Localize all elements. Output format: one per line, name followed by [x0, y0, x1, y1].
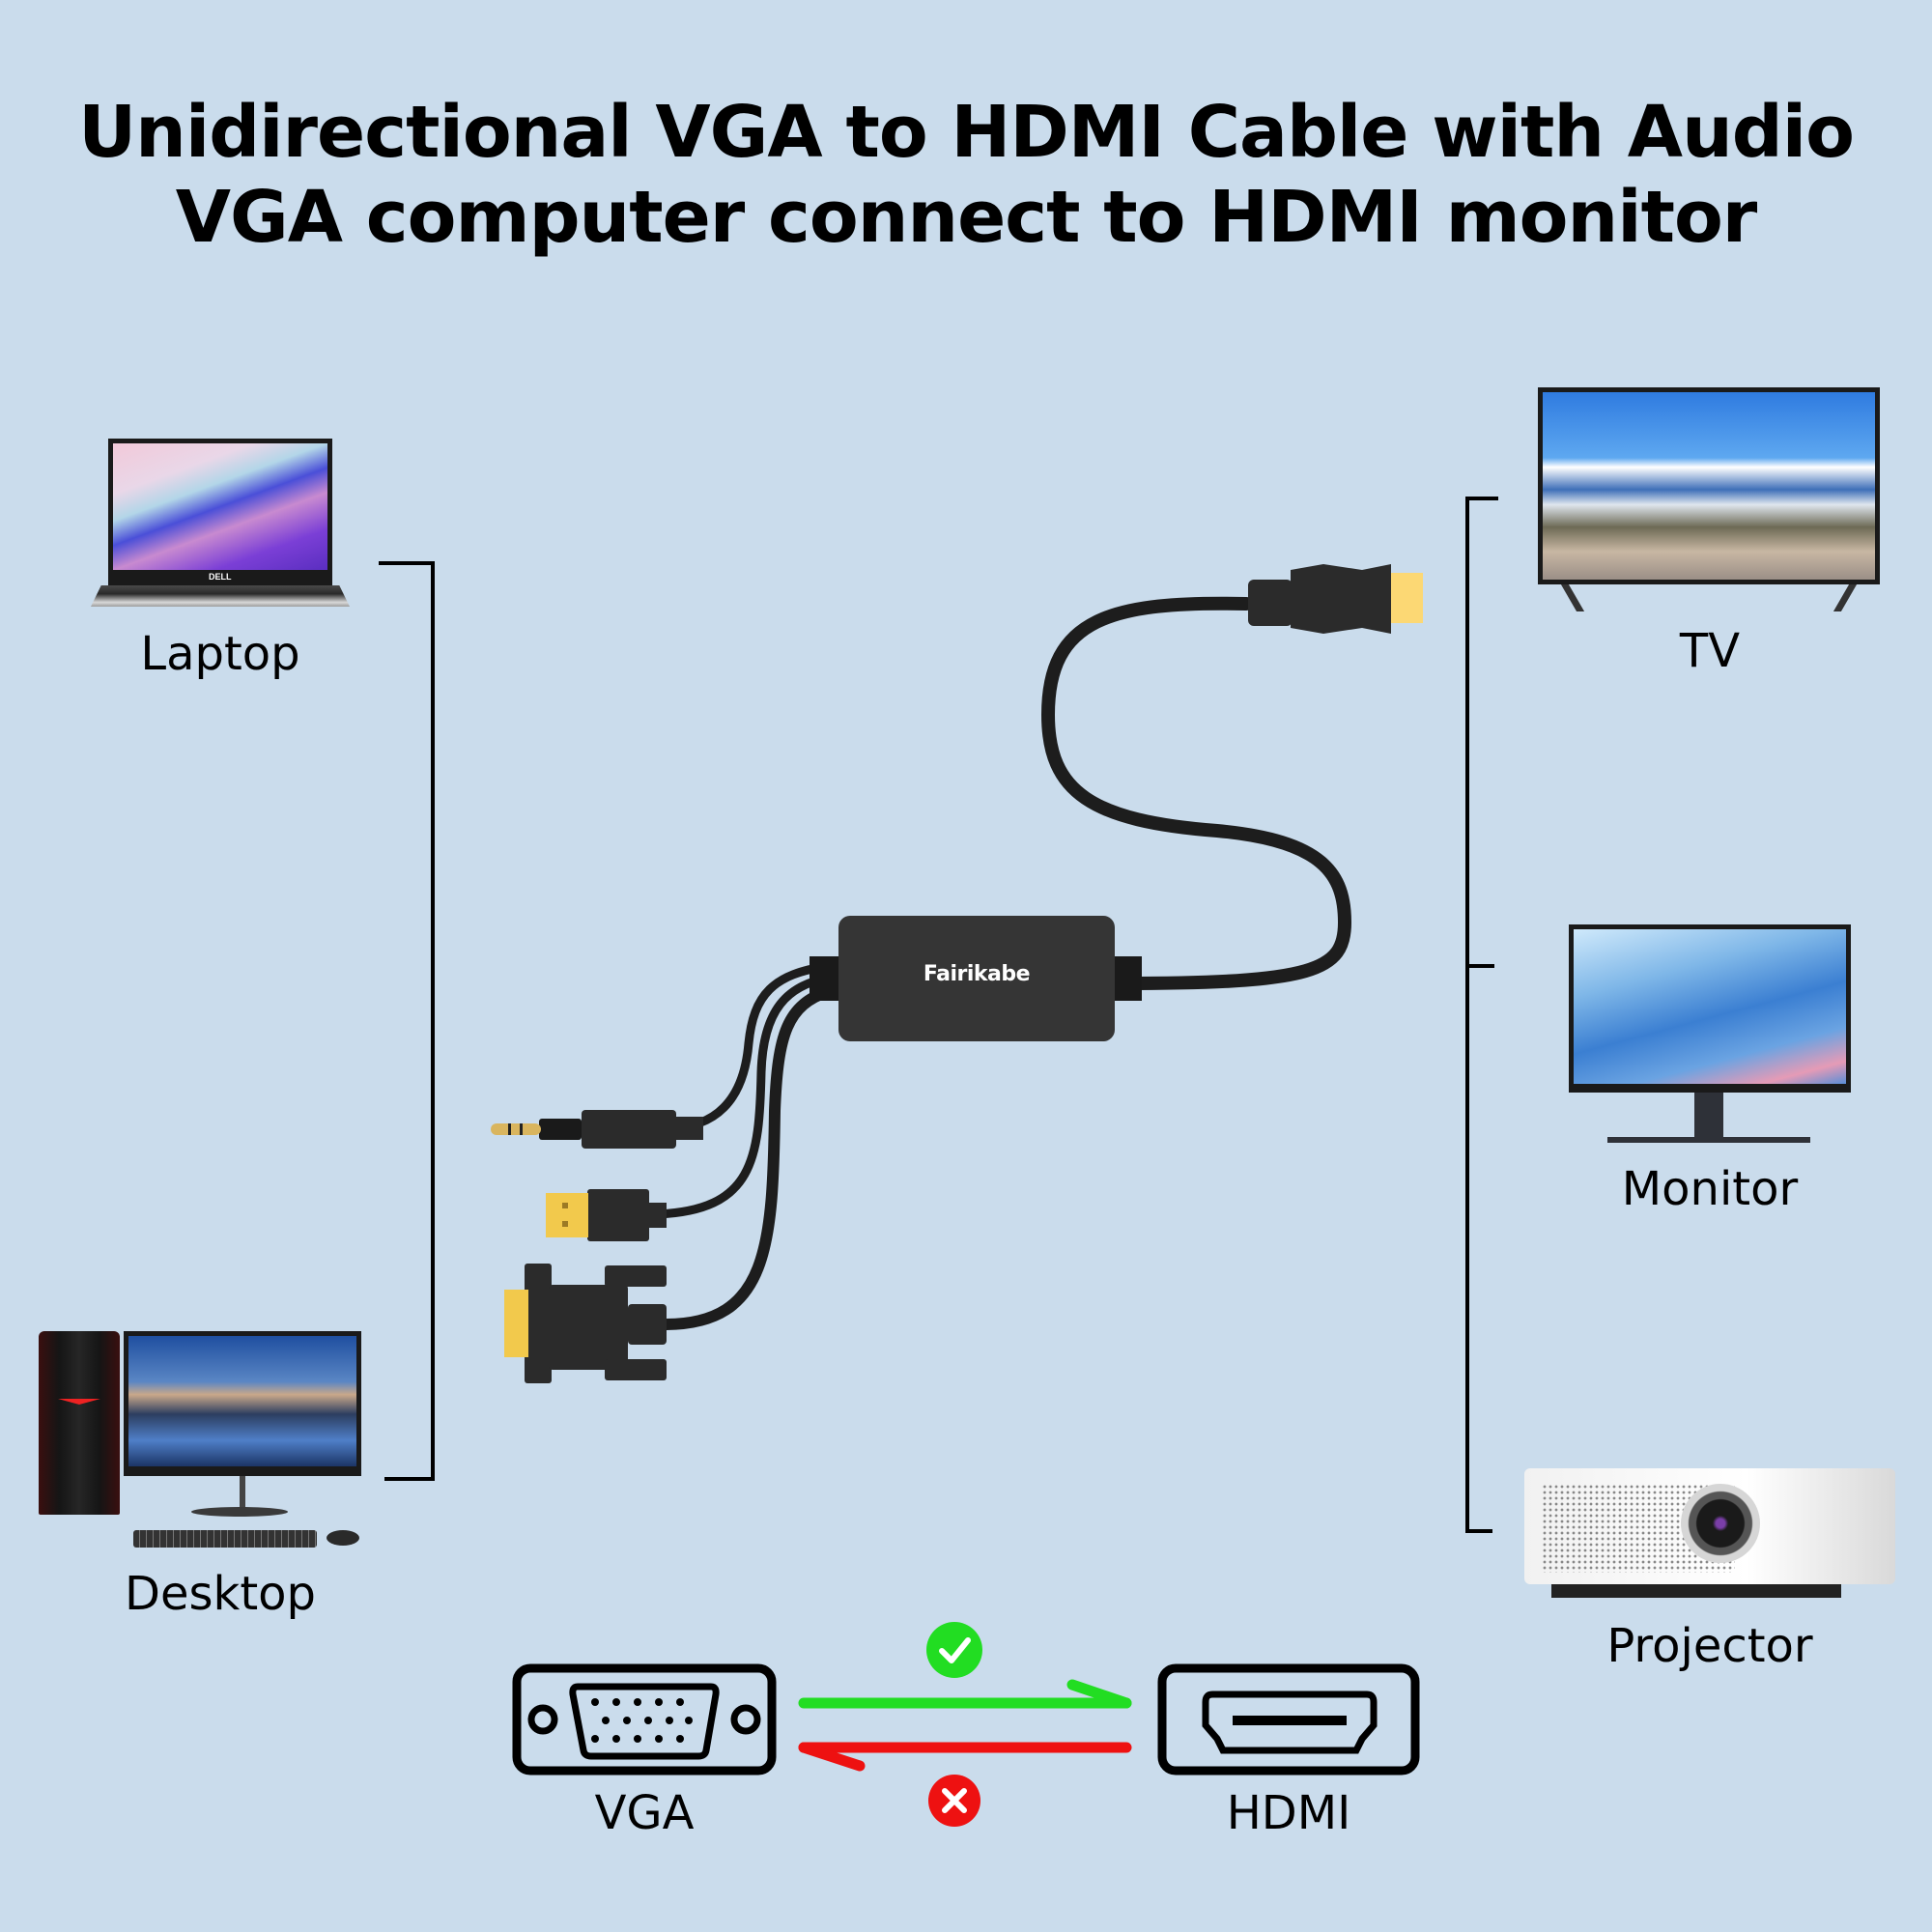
- vga-label: VGA: [594, 1786, 695, 1840]
- audio-cable: [662, 961, 834, 1133]
- usb-a-connector: [546, 1189, 667, 1241]
- cross-icon: [928, 1775, 980, 1827]
- hdmi-label: HDMI: [1226, 1786, 1351, 1840]
- reverse-arrow: [798, 1742, 1132, 1772]
- right-bracket-middle: [1465, 964, 1494, 968]
- laptop-brand: DELL: [209, 572, 232, 582]
- left-bracket-bottom: [384, 1477, 435, 1481]
- tv-label: TV: [1679, 624, 1741, 678]
- laptop-label: Laptop: [140, 627, 300, 681]
- vga-port-icon: [512, 1663, 777, 1776]
- monitor-label: Monitor: [1621, 1162, 1799, 1216]
- hdmi-port-icon: [1157, 1663, 1420, 1776]
- title-line-2: VGA computer connect to HDMI monitor: [175, 176, 1758, 259]
- projector-label: Projector: [1606, 1619, 1813, 1673]
- hdmi-connector: [1248, 564, 1423, 634]
- usb-cable: [652, 973, 834, 1219]
- right-bracket-vertical: [1465, 497, 1469, 1533]
- audio-jack-connector: [491, 1110, 703, 1149]
- monitor-icon: [1567, 924, 1851, 1147]
- title-line-1: Unidirectional VGA to HDMI Cable with Au…: [78, 91, 1855, 174]
- left-bracket-vertical: [431, 561, 435, 1481]
- check-icon: [926, 1622, 982, 1678]
- desktop-computer-icon: [37, 1331, 361, 1553]
- right-bracket-top: [1465, 497, 1498, 500]
- vga-connector: [504, 1264, 667, 1383]
- forward-arrow: [798, 1679, 1132, 1709]
- laptop-icon: DELL: [91, 439, 350, 609]
- desktop-label: Desktop: [125, 1567, 316, 1621]
- projector-icon: [1524, 1461, 1895, 1604]
- hdmi-cable: [1040, 596, 1352, 990]
- tv-icon: [1538, 387, 1880, 611]
- left-bracket-top: [379, 561, 435, 565]
- direction-arrows: [798, 1679, 1132, 1772]
- adapter-box: [810, 916, 1142, 1041]
- vga-cable: [661, 985, 835, 1330]
- adapter-brand-logo: Fairikabe: [923, 962, 1031, 986]
- right-bracket-bottom: [1465, 1529, 1492, 1533]
